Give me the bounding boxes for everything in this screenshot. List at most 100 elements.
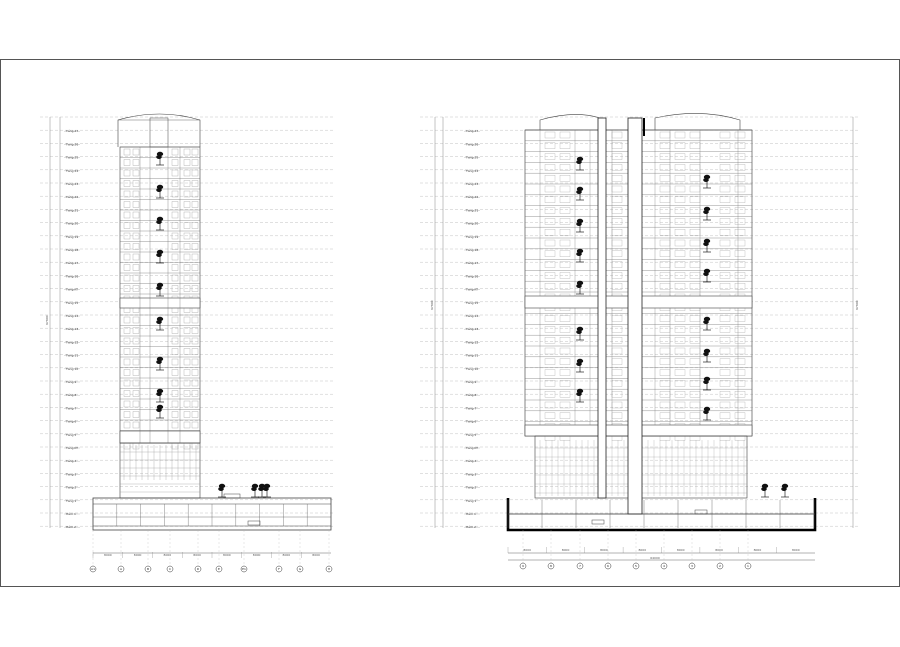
axis-marker: 5 (632, 530, 640, 570)
right-core-shaft-2 (627, 117, 643, 515)
tree-icon (576, 218, 584, 233)
tree-icon (156, 184, 164, 199)
left-tower (117, 113, 201, 499)
tree-icon (576, 388, 584, 403)
svg-text:D: D (197, 567, 200, 571)
tree-icon (258, 483, 266, 498)
right-overall-width: 64000 (650, 556, 660, 560)
tree-icon (781, 483, 789, 498)
svg-text:7: 7 (579, 564, 581, 568)
axis-marker: G (296, 530, 304, 573)
dimension-label: 8000 (562, 548, 570, 552)
dimension-label: 8000 (677, 548, 685, 552)
tree-icon (156, 151, 164, 166)
right-total-height-2: 97800 (855, 300, 859, 310)
axis-marker: 6 (604, 530, 612, 570)
axis-marker: 3 (688, 530, 696, 570)
dimension-label: 8000 (792, 548, 800, 552)
axis-marker: A (117, 530, 125, 573)
tree-icon (761, 483, 769, 498)
axis-marker: 2 (716, 530, 724, 570)
axis-marker: 8 (547, 530, 555, 570)
left-total-height: 97800 (45, 315, 49, 325)
tree-icon (576, 280, 584, 295)
axis-marker: 7 (576, 530, 584, 570)
tree-icon (703, 238, 711, 253)
dimension-label: 8000 (283, 553, 291, 557)
axis-marker: A1 (89, 530, 97, 573)
right-basement (506, 498, 817, 532)
tree-icon (703, 406, 711, 421)
svg-text:B: B (147, 567, 149, 571)
left-trees (156, 151, 271, 498)
tree-icon (263, 483, 271, 498)
svg-text:F: F (278, 567, 280, 571)
svg-text:4: 4 (663, 564, 665, 568)
right-dimension-chain: 97800 97800 (430, 117, 859, 528)
svg-text:3: 3 (691, 564, 693, 568)
tree-icon (576, 326, 584, 341)
tree-icon (703, 316, 711, 331)
tree-icon (576, 156, 584, 171)
svg-text:8: 8 (550, 564, 552, 568)
tree-icon (156, 249, 164, 264)
right-axis-markers: 9 8 7 6 5 4 3 2 1 (519, 530, 752, 570)
svg-text:5: 5 (635, 564, 637, 568)
tree-icon (576, 358, 584, 373)
svg-text:C: C (169, 567, 171, 571)
svg-text:A1: A1 (91, 567, 95, 571)
svg-text:E1: E1 (242, 567, 246, 571)
dimension-label: 8000 (312, 553, 320, 557)
svg-text:A: A (120, 567, 123, 571)
dimension-label: 8000 (600, 548, 608, 552)
dimension-label: 8000 (134, 553, 142, 557)
dimension-label: 8000 (754, 548, 762, 552)
right-trees (576, 156, 789, 498)
tree-icon (576, 248, 584, 263)
dimension-label: 8000 (164, 553, 172, 557)
axis-marker: E1 (240, 530, 248, 573)
axis-marker: 4 (660, 530, 668, 570)
dimension-label: 8000 (193, 553, 201, 557)
tree-icon (156, 282, 164, 297)
svg-text:H: H (328, 567, 330, 571)
axis-marker: 1 (744, 530, 752, 570)
right-total-height: 97800 (430, 300, 434, 310)
axis-marker: F (275, 530, 283, 573)
right-tower (524, 113, 753, 515)
tree-icon (156, 356, 164, 371)
tree-icon (703, 376, 711, 391)
left-dimension-chain: 97800 (45, 117, 61, 528)
tree-icon (156, 216, 164, 231)
tree-icon (703, 348, 711, 363)
svg-text:1: 1 (747, 564, 749, 568)
tree-icon (218, 483, 226, 498)
dimension-label: 8000 (715, 548, 723, 552)
left-basement (92, 493, 332, 531)
axis-marker: B (144, 530, 152, 573)
dimension-label: 8000 (638, 548, 646, 552)
dimension-label: 8000 (223, 553, 231, 557)
axis-marker: C (166, 530, 174, 573)
tree-icon (156, 388, 164, 403)
axis-marker: 9 (519, 530, 527, 570)
axis-marker: E (215, 530, 223, 573)
tree-icon (156, 404, 164, 419)
right-core-shaft-1 (597, 117, 607, 499)
left-axis-markers: A1 A B C D E E1 F G H (89, 530, 333, 573)
svg-text:6: 6 (607, 564, 609, 568)
axis-marker: H (325, 530, 333, 573)
svg-text:G: G (299, 567, 302, 571)
tree-icon (156, 316, 164, 331)
svg-text:9: 9 (522, 564, 524, 568)
dimension-label: 8000 (104, 553, 112, 557)
tree-icon (576, 186, 584, 201)
svg-text:E: E (218, 567, 220, 571)
